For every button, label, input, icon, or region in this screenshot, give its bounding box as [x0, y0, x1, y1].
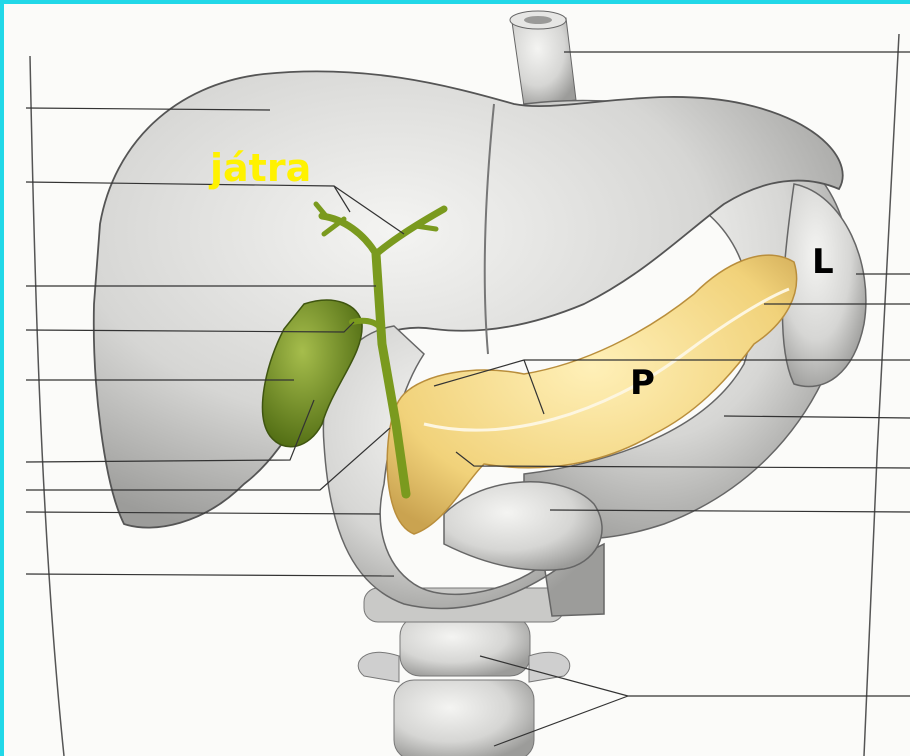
aorta-tube	[510, 11, 576, 106]
spleen-label: L	[812, 245, 834, 279]
anatomy-illustration	[4, 4, 910, 756]
jejunum-loop	[444, 482, 602, 570]
body-outline-right	[864, 34, 899, 756]
liver-label: játra	[210, 149, 311, 187]
pancreas-label: P	[630, 366, 655, 400]
body-outline-left	[30, 56, 64, 756]
